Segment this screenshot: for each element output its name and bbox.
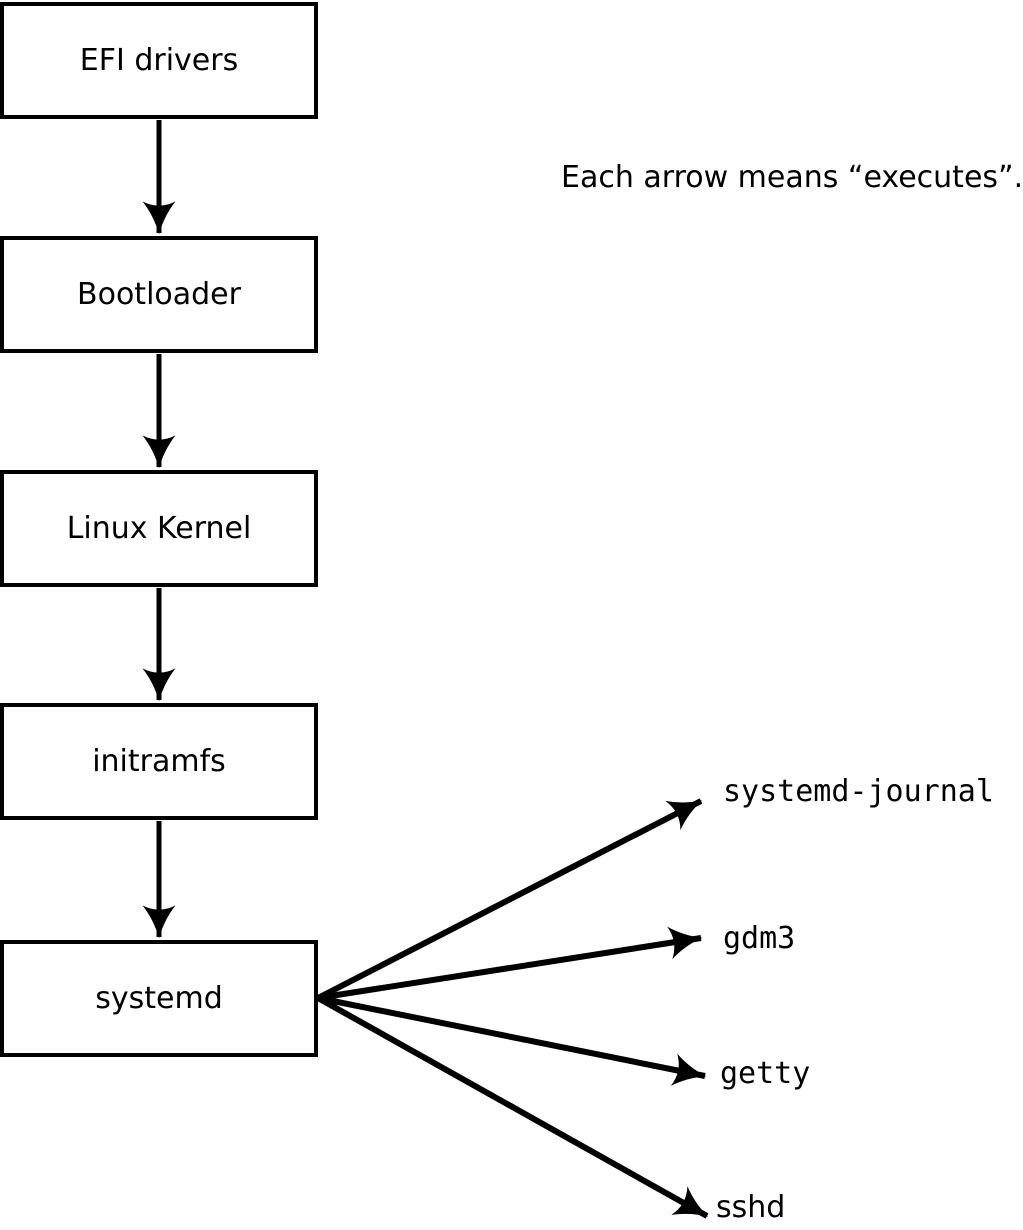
box-linux-kernel: Linux Kernel [0, 470, 318, 587]
target-label-systemd-journal: systemd-journal [723, 774, 994, 809]
target-label-gdm3: gdm3 [723, 921, 796, 956]
arrow-systemd-to-sshd [316, 995, 709, 1219]
box-label-systemd: systemd [95, 980, 223, 1016]
arrow-systemd-to-getty [317, 995, 707, 1086]
box-systemd: systemd [0, 940, 318, 1057]
arrow-systemd-to-gdm3 [317, 926, 703, 1001]
box-initramfs: initramfs [0, 703, 318, 820]
diagram-caption: Each arrow means “executes”. [561, 160, 1023, 195]
box-label-linux-kernel: Linux Kernel [66, 510, 252, 546]
box-label-initramfs: initramfs [92, 743, 226, 779]
box-bootloader: Bootloader [0, 236, 318, 353]
box-label-bootloader: Bootloader [77, 276, 241, 312]
box-label-efi-drivers: EFI drivers [79, 42, 239, 78]
target-label-getty: getty [720, 1056, 811, 1091]
target-label-sshd: sshd [716, 1190, 786, 1225]
box-efi-drivers: EFI drivers [0, 2, 318, 119]
arrow-systemd-to-systemd-journal [316, 798, 703, 1001]
